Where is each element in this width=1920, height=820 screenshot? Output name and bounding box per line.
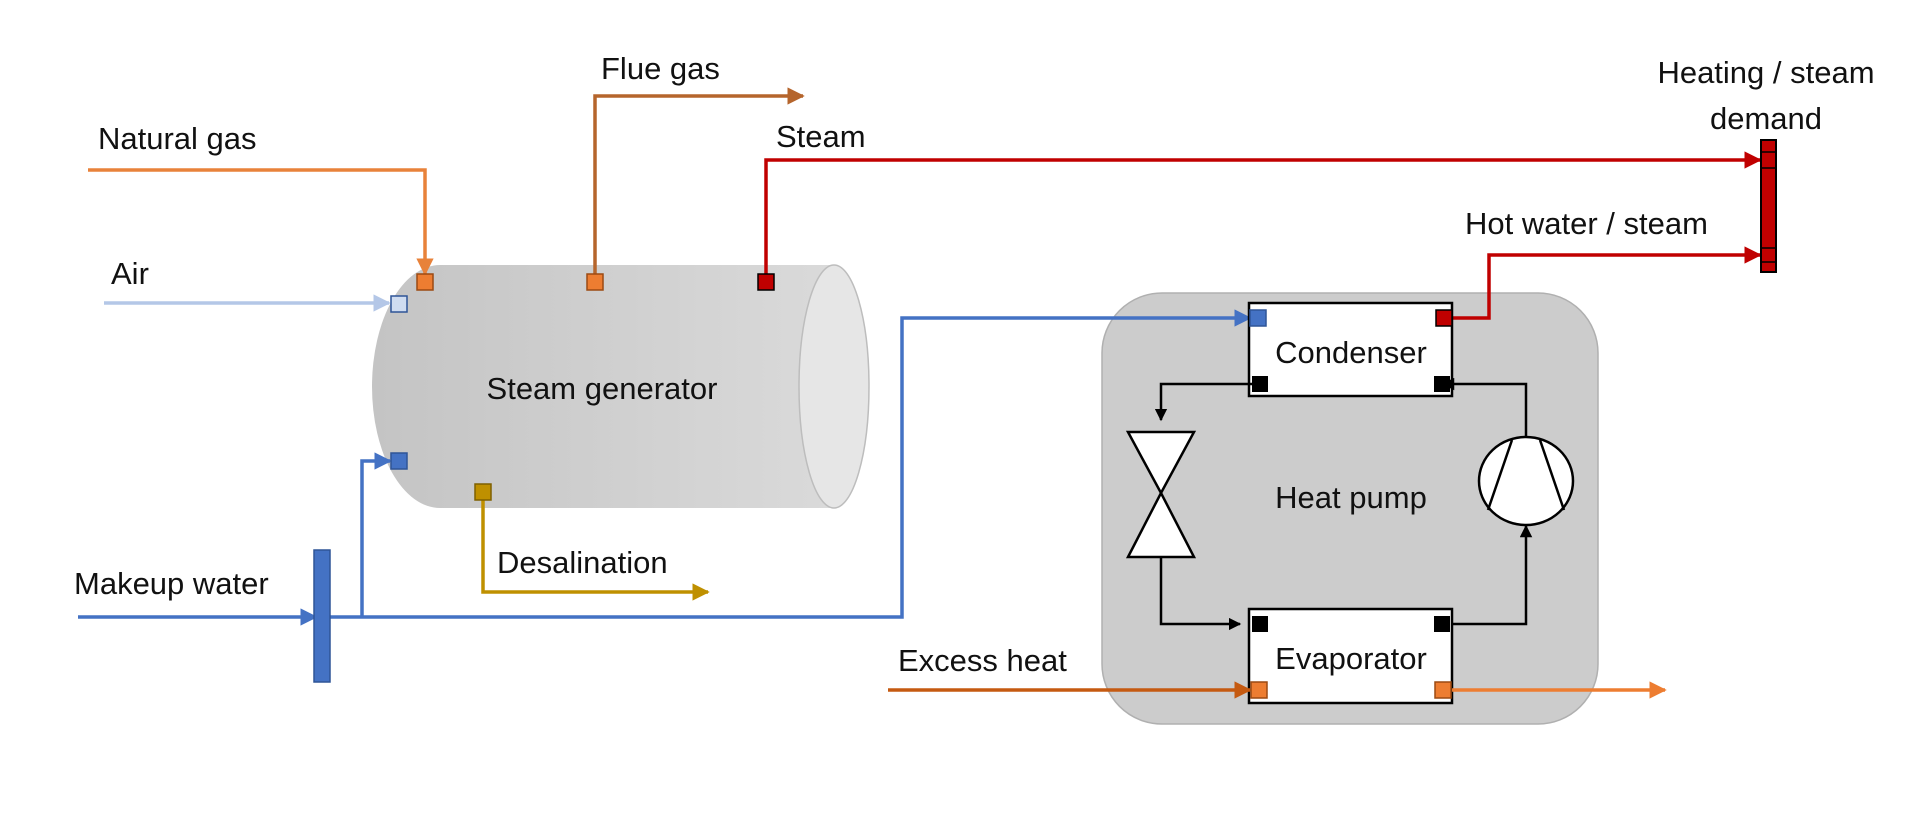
- condenser-box: [1247, 301, 1454, 398]
- steam-generator-end-cap: [798, 264, 870, 509]
- refrigerant-condenser-to-valve-line: [1154, 382, 1260, 422]
- air-port: [390, 295, 408, 313]
- refrigerant-evaporator-to-compressor-line: [1452, 524, 1533, 626]
- steam-generator-label: Steam generator: [487, 371, 718, 406]
- condenser-refrigerant-in-port: [1434, 376, 1450, 392]
- refrigerant-compressor-to-condenser-line: [1441, 377, 1528, 436]
- heating-demand-manifold: [1760, 139, 1777, 273]
- condenser-water-out-port: [1435, 309, 1453, 327]
- flue-gas-line: [593, 87, 805, 281]
- evaporator-label: Evaporator: [1275, 641, 1427, 676]
- compressor-icon: [1477, 435, 1575, 527]
- evaporator-heat-in-port: [1250, 681, 1268, 699]
- refrigerant-valve-to-evaporator-line: [1159, 557, 1242, 631]
- desalination-port: [474, 483, 492, 501]
- heating-demand-label-line2: demand: [1710, 101, 1822, 136]
- flue-gas-port: [586, 273, 604, 291]
- evaporator-refrigerant-out-port: [1434, 616, 1450, 632]
- heat-pump-box: [1101, 292, 1599, 725]
- expansion-valve-icon: [1125, 430, 1197, 559]
- heating-demand-label-line1: Heating / steam: [1657, 55, 1874, 90]
- condenser-label: Condenser: [1275, 335, 1427, 370]
- condenser-water-in-port: [1249, 309, 1267, 327]
- air-label: Air: [111, 256, 149, 291]
- desalination-label: Desalination: [497, 545, 668, 580]
- natural-gas-line: [88, 168, 434, 276]
- heat-pump-label: Heat pump: [1275, 480, 1427, 515]
- steam-port: [757, 273, 775, 291]
- steam-line: [764, 151, 1762, 281]
- natural-gas-label: Natural gas: [98, 121, 257, 156]
- hot-water-steam-line: [1452, 246, 1762, 320]
- desalination-line: [481, 500, 710, 601]
- steam-generator-tank: [372, 264, 870, 509]
- makeup-water-label: Makeup water: [74, 566, 269, 601]
- condenser-refrigerant-out-port: [1252, 376, 1268, 392]
- water-inlet-port: [390, 452, 408, 470]
- makeup-water-manifold: [313, 549, 331, 683]
- evaporator-refrigerant-in-port: [1252, 616, 1268, 632]
- water-to-steam-generator-line: [360, 452, 392, 617]
- water-to-condenser-line: [326, 309, 1252, 619]
- natural-gas-port: [416, 273, 434, 291]
- steam-label: Steam: [776, 119, 866, 154]
- evaporator-heat-out-port: [1434, 681, 1452, 699]
- evaporator-box: [1247, 607, 1454, 705]
- excess-heat-label: Excess heat: [898, 643, 1067, 678]
- hot-water-steam-label: Hot water / steam: [1465, 206, 1708, 241]
- flue-gas-label: Flue gas: [601, 51, 720, 86]
